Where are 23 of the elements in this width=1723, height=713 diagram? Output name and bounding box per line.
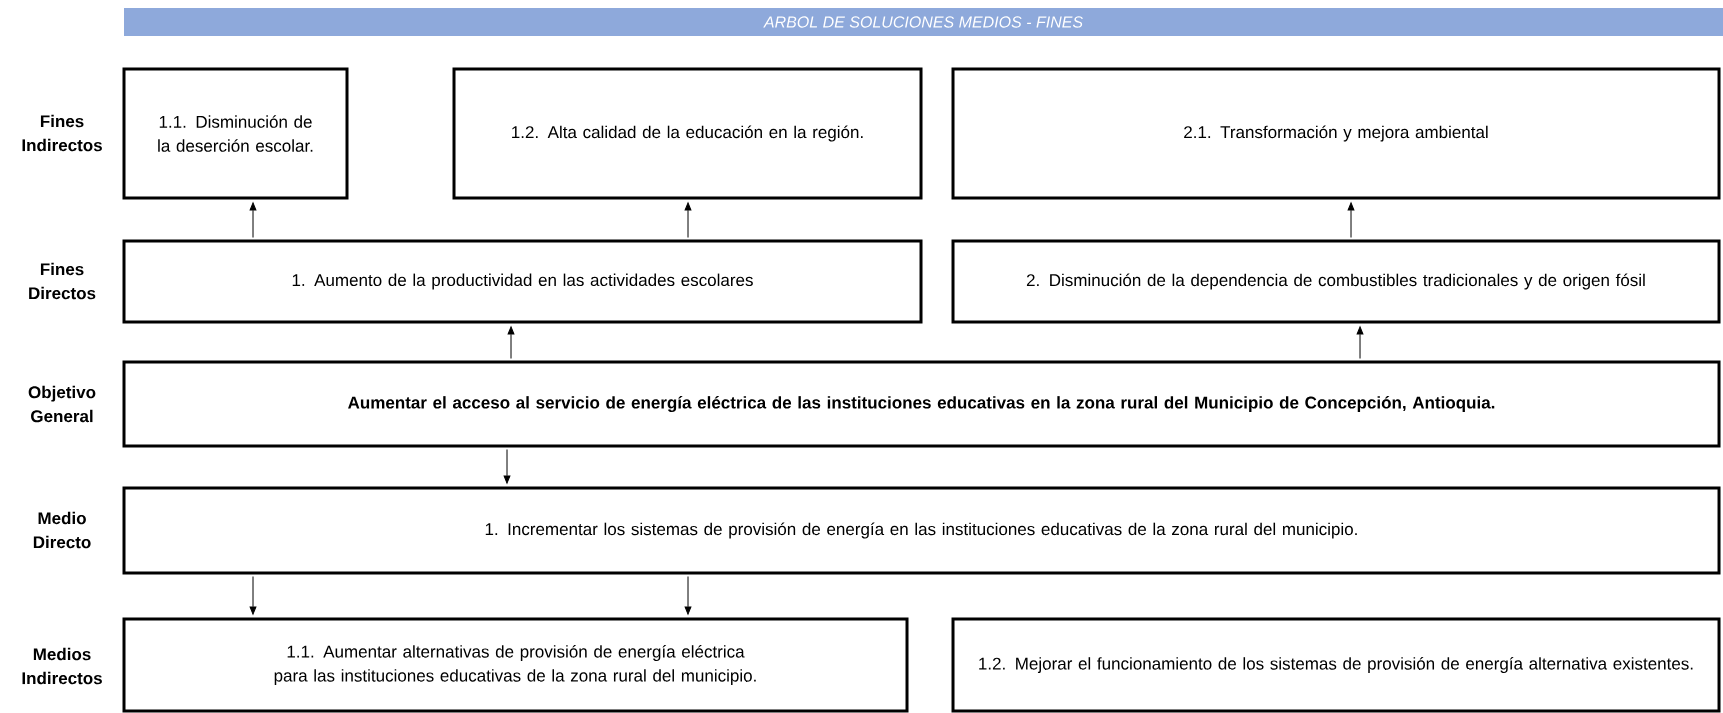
text-box: Aumentar el acceso al servicio de energía eléctrica de las instituciones educativas en la zona rural del Municipio de Concepción, Antioquia. [122,360,1721,448]
arrow [249,576,257,615]
row-label: Objetivo General [28,385,96,423]
arrow [684,576,692,615]
arrow [684,202,692,238]
text-box: 2.1. Transformación y mejora ambiental [951,67,1721,200]
row-label: Medios Indirectos [22,647,102,685]
text-box: 1.2. Mejorar el funcionamiento de los sistemas de provisión de energía alternativa existentes. [951,617,1721,713]
arrow [1356,326,1364,359]
arrow [249,202,257,238]
row-label: Medio Directo [33,511,91,549]
text-box: 1.1. Aumentar alternativas de provisión de energía eléctrica para las instituciones educativas de la zona rural del municipio. [122,617,909,713]
row-label: Fines Indirectos [22,114,102,152]
text-box: 1.1. Disminución de la deserción escolar. [122,67,349,200]
row-label: Fines Directos [29,262,96,300]
title-banner: ARBOL DE SOLUCIONES MEDIOS - FINES [124,8,1723,36]
arrow [1347,202,1355,238]
text-box: 2. Disminución de la dependencia de combustibles tradicionales y de origen fósil [951,239,1721,324]
text-box: 1. Incrementar los sistemas de provisión de energía en las instituciones educativas de la zona rural del municipio. [122,486,1721,575]
text-box: 1. Aumento de la productividad en las actividades escolares [122,239,923,324]
arrow [507,326,515,359]
arrow [503,449,511,484]
text-box: 1.2. Alta calidad de la educación en la región. [452,67,923,200]
